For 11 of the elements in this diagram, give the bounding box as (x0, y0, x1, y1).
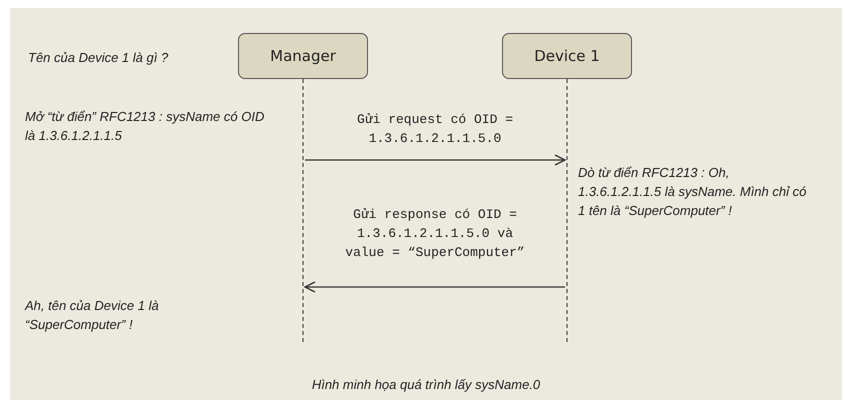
message-label: Gửi response có OID = 1.3.6.1.2.1.1.5.0 và value = “SuperComputer” (344, 206, 526, 262)
caption: Hình minh họa quá trình lấy sysName.0 (310, 376, 542, 394)
note-text: Tên của Device 1 là gì ? (28, 49, 170, 67)
message-arrow (305, 154, 566, 166)
message-label: Gửi request có OID = 1.3.6.1.2.1.1.5.0 (356, 111, 514, 148)
participant-box: Manager (238, 33, 368, 79)
note-text: Ah, tên của Device 1 là “SuperComputer” ! (25, 297, 160, 334)
message-arrow (304, 281, 565, 293)
participant-box: Device 1 (502, 33, 632, 79)
note-text: Mở “từ điển” RFC1213 : sysName có OID là 1.3.6.1.2.1.1.5 (25, 108, 266, 145)
note-text: Dò từ điển RFC1213 : Oh, 1.3.6.1.2.1.1.5 là sysName. Mình chỉ có 1 tên là “SuperComputer” ! (578, 164, 808, 220)
